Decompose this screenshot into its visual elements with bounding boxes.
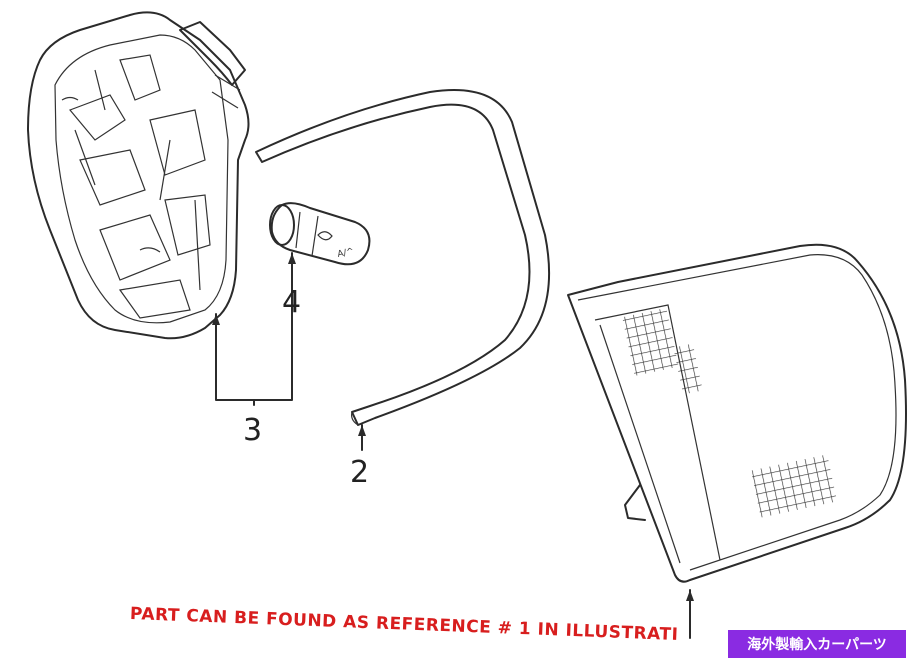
lamp-lens-part [567, 243, 907, 583]
callout-label-3: 3 [243, 413, 262, 448]
lamp-housing-part [27, 11, 250, 340]
seal-strip-part [255, 89, 551, 426]
bulb-part: A/^ [269, 202, 371, 266]
callout-label-2: 2 [350, 455, 369, 490]
callout-label-4: 4 [282, 285, 301, 320]
bulb-marking: A/^ [337, 247, 355, 260]
seller-badge: 海外製輸入カーパーツ [728, 630, 906, 658]
callout-leaders [212, 252, 694, 639]
